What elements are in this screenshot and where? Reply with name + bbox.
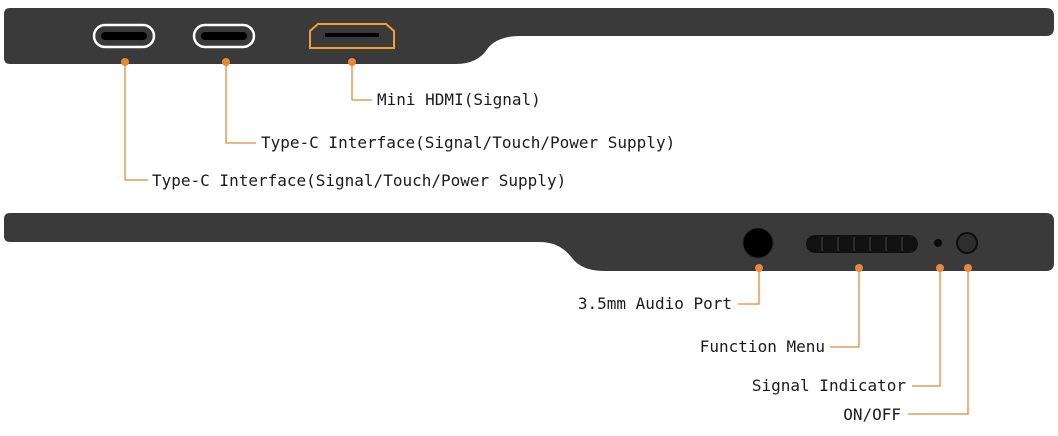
callout-line-typec-1 (124, 63, 148, 181)
audio-jack-icon (742, 227, 774, 259)
label-signal-indicator: Signal Indicator (751, 376, 906, 395)
label-audio-port: 3.5mm Audio Port (577, 294, 732, 313)
top-device-body (4, 8, 1054, 64)
callout-line-hdmi (351, 63, 372, 101)
callout-line-indicator (912, 269, 941, 387)
power-button-icon (956, 232, 978, 254)
usb-c-port-icon (92, 23, 156, 49)
callout-dot (936, 264, 944, 272)
callout-line-typec-2 (225, 63, 256, 144)
callout-dot (348, 58, 356, 66)
callout-line-audio (738, 269, 760, 305)
callout-line-power (908, 269, 969, 415)
usb-c-port-icon (192, 23, 256, 49)
callout-dot (855, 264, 863, 272)
callout-dot (964, 264, 972, 272)
bottom-device-body (4, 213, 1054, 271)
callout-line-menu (830, 269, 860, 348)
label-function-menu: Function Menu (699, 337, 825, 356)
callout-dot (222, 58, 230, 66)
callout-dot (755, 264, 763, 272)
label-on-off: ON/OFF (843, 405, 901, 424)
label-typec-interface-2: Type-C Interface(Signal/Touch/Power Supp… (261, 133, 676, 152)
scroll-wheel-icon (806, 235, 918, 253)
label-mini-hdmi: Mini HDMI(Signal) (377, 90, 541, 109)
callout-dot (121, 58, 129, 66)
mini-hdmi-port-icon (309, 23, 395, 49)
led-indicator-icon (934, 239, 942, 247)
label-typec-interface-1: Type-C Interface(Signal/Touch/Power Supp… (152, 171, 567, 190)
